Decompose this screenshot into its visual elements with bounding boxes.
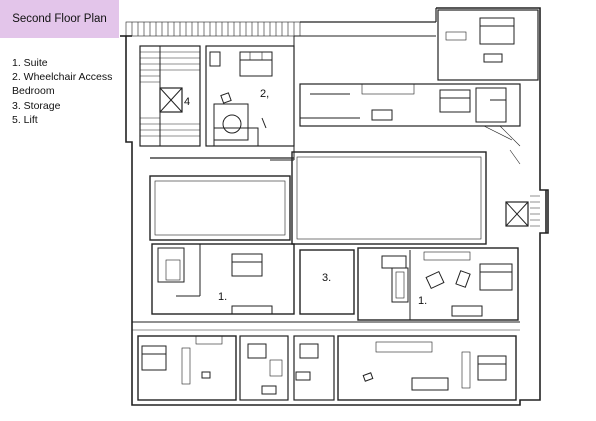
top-right-suite <box>437 9 539 81</box>
bottom-right-room <box>337 335 517 401</box>
room-label-accessible: 2, <box>260 88 269 100</box>
stair-core <box>139 45 201 147</box>
plan-title: Second Floor Plan <box>12 13 107 25</box>
bottom-bath-b <box>293 335 335 401</box>
bottom-bath-a <box>239 335 289 401</box>
lift-shaft-right <box>505 195 540 227</box>
storage-room <box>299 249 355 315</box>
room-label-suite-left: 1. <box>218 291 227 303</box>
lift-shaft-upper <box>159 87 183 113</box>
lower-left-suite <box>151 243 295 315</box>
legend-item: Bedroom <box>12 85 55 98</box>
legend: 1. Suite 2. Wheelchair Access Bedroom 3.… <box>12 56 112 127</box>
room-label-storage: 3. <box>322 272 331 284</box>
top-roof-hatch <box>125 21 301 37</box>
legend-item: 5. Lift <box>12 113 38 126</box>
room-label-lift: 4 <box>184 96 190 108</box>
title-box <box>0 0 119 38</box>
upper-middle-rooms <box>299 83 521 127</box>
room-label-suite-right: 1. <box>418 295 427 307</box>
bottom-left-room <box>137 335 237 401</box>
legend-item: 1. Suite <box>12 57 48 69</box>
legend-item: 3. Storage <box>12 99 61 112</box>
legend-item: 2. Wheelchair Access <box>12 71 113 84</box>
accessible-bedroom <box>205 45 295 147</box>
lower-right-suite <box>357 247 519 321</box>
vent-lines-upper <box>483 125 521 165</box>
central-corridor <box>149 151 487 245</box>
